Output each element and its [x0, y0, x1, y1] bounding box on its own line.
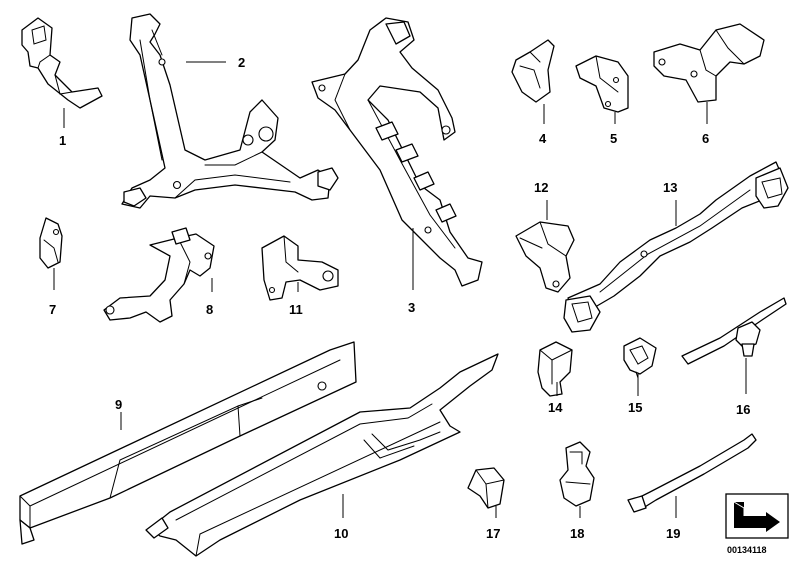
- diagram-code: 00134118: [727, 545, 767, 555]
- arrow-icon: [734, 502, 780, 532]
- diagram-badge: [725, 493, 789, 539]
- label-2: 2: [238, 55, 245, 70]
- label-4: 4: [539, 131, 547, 146]
- part-8-bracket: [103, 227, 215, 323]
- part-16-cable-tie: [681, 297, 787, 365]
- label-6: 6: [702, 131, 709, 146]
- label-18: 18: [570, 526, 584, 541]
- label-9: 9: [115, 397, 122, 412]
- part-5-bracket: [575, 55, 629, 113]
- label-7: 7: [49, 302, 56, 317]
- label-14: 14: [548, 400, 563, 415]
- label-3: 3: [408, 300, 415, 315]
- part-1-bracket: [21, 17, 103, 109]
- part-13-strap: [563, 161, 789, 333]
- label-16: 16: [736, 402, 750, 417]
- label-19: 19: [666, 526, 680, 541]
- label-13: 13: [663, 180, 677, 195]
- label-1: 1: [59, 133, 66, 148]
- part-2-bracket: [121, 13, 339, 209]
- part-10-tray: [145, 353, 499, 557]
- part-9-cover: [19, 341, 357, 545]
- part-12-bracket: [515, 221, 575, 293]
- part-17-clip: [467, 467, 505, 509]
- part-4-bracket: [511, 39, 555, 103]
- part-19-cable-tie: [627, 433, 757, 513]
- label-8: 8: [206, 302, 213, 317]
- part-11-bracket: [261, 235, 339, 301]
- label-15: 15: [628, 400, 642, 415]
- label-17: 17: [486, 526, 500, 541]
- part-15-clip: [623, 337, 657, 379]
- part-7-clip: [39, 217, 63, 269]
- part-3-bracket: [311, 17, 483, 287]
- part-14-clip: [537, 341, 573, 397]
- part-6-bracket: [653, 23, 765, 103]
- label-5: 5: [610, 131, 617, 146]
- label-10: 10: [334, 526, 348, 541]
- label-12: 12: [534, 180, 548, 195]
- label-11: 11: [289, 302, 303, 317]
- part-18-clip: [559, 441, 595, 507]
